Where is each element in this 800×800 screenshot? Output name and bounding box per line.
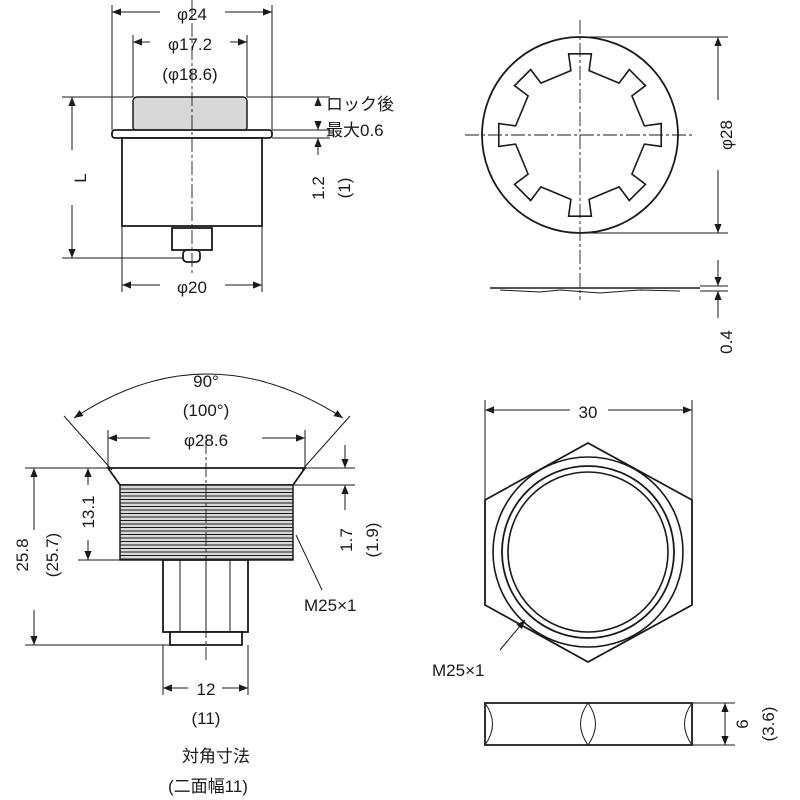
dim-angle-alt: (100°) [183, 401, 229, 420]
hex-nut-front [484, 441, 693, 664]
dimensions-bottom-left [25, 373, 355, 695]
nut-thread-spec-label: M25×1 [432, 661, 484, 680]
dim-flange-height: 1.7 [337, 528, 356, 552]
dim-inner-diameter: φ17.2 [168, 35, 212, 54]
dim-body-diameter: φ20 [177, 278, 207, 297]
dim-nut-width: 30 [579, 403, 598, 422]
hex-nut-side [484, 702, 693, 746]
dim-angle: 90° [193, 372, 219, 391]
threaded-body-side-view [106, 440, 307, 660]
note-diagonal: 対角寸法 [182, 747, 250, 766]
dim-washer-thickness: 0.4 [717, 330, 736, 354]
dimensions-top-left [62, 5, 330, 292]
lock-note-1: ロック後 [326, 95, 394, 114]
dim-outer-diameter: φ24 [177, 5, 207, 24]
dim-flange-thickness: 1.2 [309, 176, 328, 200]
lock-side-view [111, 0, 273, 275]
dim-thread-length: 13.1 [79, 495, 98, 528]
dim-nut-height-alt: (3.6) [759, 707, 778, 742]
toothed-washer-side [490, 287, 700, 294]
dim-shaft-width-alt: (11) [192, 709, 221, 728]
dimensions-bottom-right [484, 400, 735, 746]
dim-flange-diameter: φ28.6 [184, 431, 228, 450]
dim-length: L [71, 173, 90, 182]
toothed-washer-front [465, 20, 695, 300]
dim-flange-height-alt: (1.9) [363, 523, 382, 558]
dim-total-height-alt: (25.7) [43, 533, 62, 577]
thread-spec-label: M25×1 [304, 596, 356, 615]
dim-nut-height: 6 [733, 719, 752, 728]
dim-shaft-width: 12 [197, 680, 216, 699]
lock-note-2: 最大0.6 [326, 121, 384, 140]
dimensions-top-right [580, 36, 728, 318]
dim-flange-thickness-alt: (1) [335, 178, 354, 199]
note-across-flats: (二面幅11) [168, 777, 248, 796]
dim-washer-diameter: φ28 [717, 120, 736, 150]
dim-total-height: 25.8 [13, 538, 32, 571]
dim-inner-diameter-alt: (φ18.6) [162, 65, 217, 84]
